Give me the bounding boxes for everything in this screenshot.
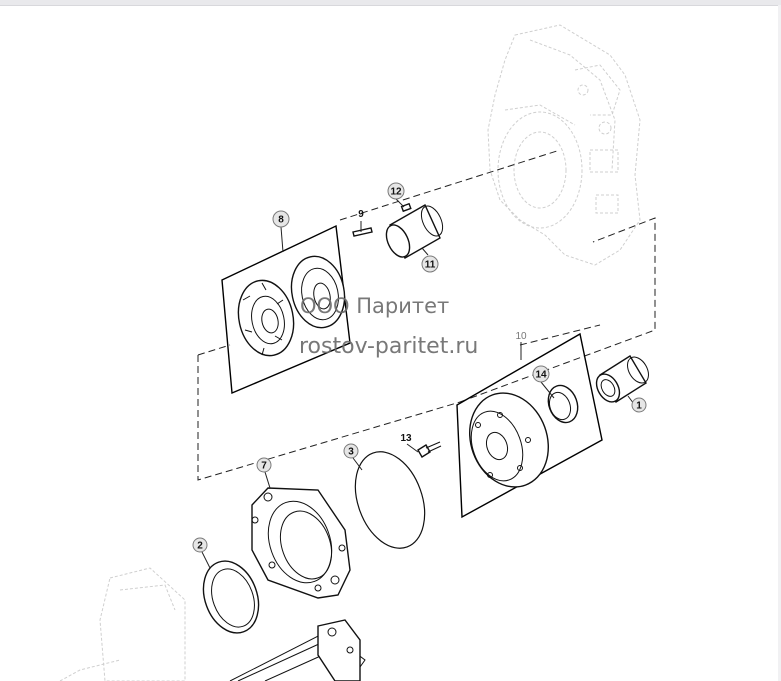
watermark-line-2: rostov-paritet.ru <box>299 334 478 359</box>
callout-2: 2 <box>192 537 208 553</box>
callout-9: 10 <box>515 331 527 342</box>
frame-group-9 <box>456 332 603 519</box>
frame-group-10 <box>221 224 351 395</box>
seal-part-2 <box>202 560 260 634</box>
svg-text:8: 8 <box>278 215 284 226</box>
svg-text:12: 12 <box>390 187 402 198</box>
callout-12: 11 <box>421 255 439 273</box>
svg-text:9: 9 <box>358 209 364 220</box>
oring-part-3 <box>354 451 426 549</box>
callout-7: 7 <box>256 457 272 473</box>
svg-text:14: 14 <box>535 370 547 381</box>
screw-part-8 <box>417 441 442 458</box>
pump-housing-ghost <box>487 24 641 266</box>
key-part-13 <box>400 202 412 213</box>
svg-text:10: 10 <box>515 331 527 342</box>
assembly-guide-dashed <box>197 217 656 481</box>
callout-13: 12 <box>387 182 405 200</box>
sleeve-part-12 <box>385 204 444 259</box>
callout-11: 9 <box>358 209 364 220</box>
svg-text:1: 1 <box>636 401 642 412</box>
svg-text:7: 7 <box>261 461 267 472</box>
callout-8: 13 <box>400 433 412 444</box>
callout-10: 8 <box>272 210 290 228</box>
watermark-line-1: ООО Паритет <box>300 294 449 318</box>
watermark: ООО Паритет rostov-paritet.ru <box>299 294 478 359</box>
housing-part-7 <box>251 487 351 599</box>
pin-part-11 <box>352 227 373 237</box>
browser-top-strip <box>0 0 781 6</box>
svg-text:11: 11 <box>425 260 436 271</box>
callout-14: 14 <box>532 365 550 383</box>
svg-text:3: 3 <box>348 447 354 458</box>
svg-text:13: 13 <box>400 433 412 444</box>
svg-text:2: 2 <box>197 541 203 552</box>
callout-1: 1 <box>631 397 647 413</box>
shaft-part <box>229 619 366 681</box>
bearing-part-1 <box>595 355 649 403</box>
leader-lines <box>201 198 635 569</box>
scrollbar-track[interactable] <box>778 5 781 681</box>
callout-3: 3 <box>343 443 359 459</box>
mount-plate-ghost <box>59 567 186 681</box>
